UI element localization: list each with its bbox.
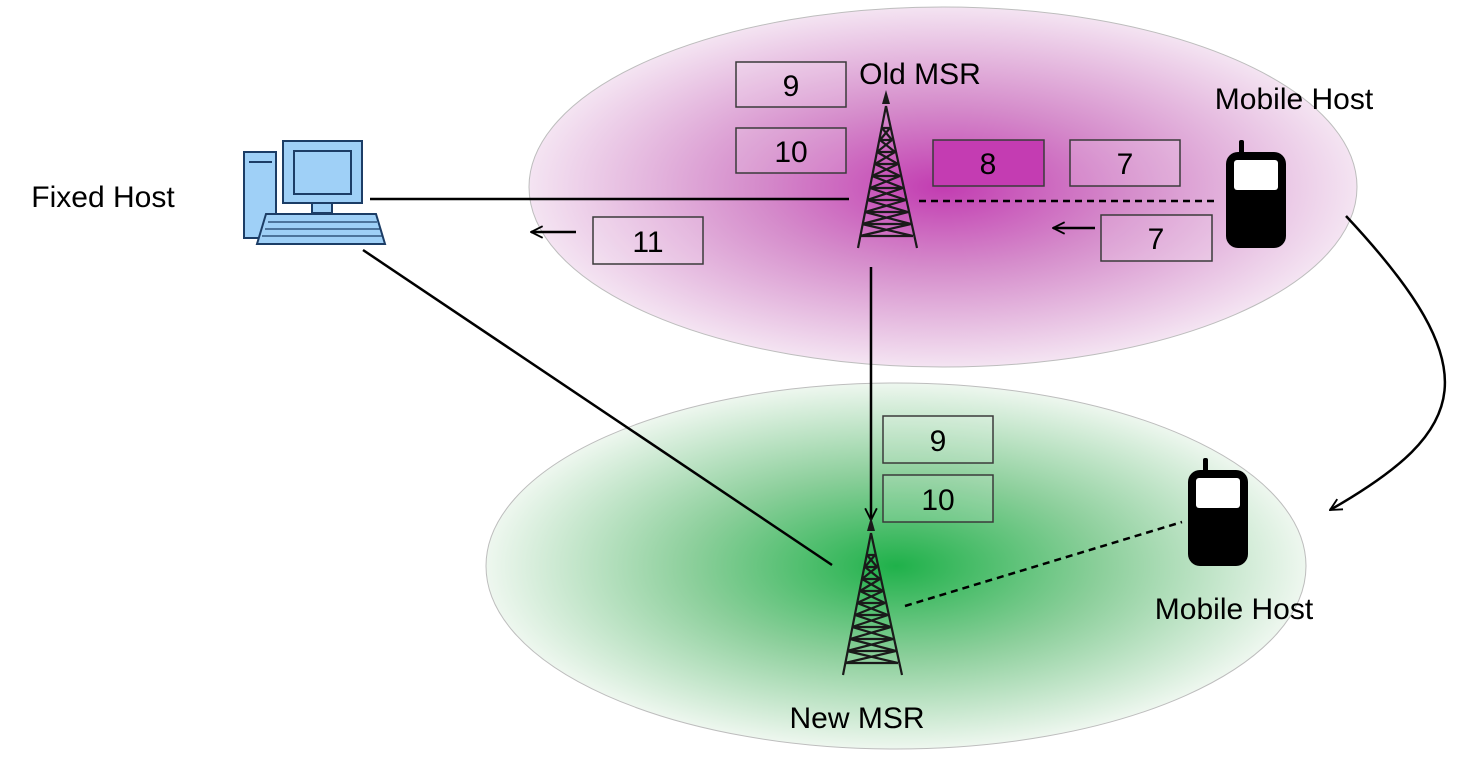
wireless-link-new-mobile [904, 520, 1183, 608]
old-msr-label: Old MSR [859, 58, 981, 91]
cell-tower-icon [856, 90, 919, 249]
svg-text:7: 7 [1148, 223, 1165, 256]
packet-old-11: 11 [592, 216, 704, 265]
svg-text:9: 9 [783, 70, 800, 103]
mobile-move-arrow [1330, 215, 1447, 512]
packet-old-9: 9 [735, 61, 847, 108]
svg-text:7: 7 [1117, 148, 1134, 181]
mobile-host-top-label: Mobile Host [1215, 83, 1374, 116]
svg-text:9: 9 [930, 425, 947, 458]
packet-old-8: 8 [932, 139, 1045, 187]
mobile-phone-icon [1226, 140, 1286, 248]
fixed-host-label: Fixed Host [31, 181, 175, 214]
cell-tower-icon [841, 517, 904, 676]
new-msr-cell [485, 382, 1307, 750]
svg-text:10: 10 [921, 484, 954, 517]
old-msr-tower [856, 90, 919, 249]
svg-text:10: 10 [774, 136, 807, 169]
packet-old-7-top: 7 [1069, 139, 1181, 187]
new-msr-label: New MSR [789, 702, 924, 735]
svg-text:11: 11 [632, 226, 663, 259]
new-msr-tower [841, 517, 904, 676]
desktop-computer-icon [243, 140, 387, 245]
mobile-host-bottom [1188, 458, 1248, 566]
packet-new-10: 10 [882, 474, 994, 523]
mobile-phone-icon [1188, 458, 1248, 566]
mobile-host-top [1226, 140, 1286, 248]
packet-old-10: 10 [735, 127, 847, 174]
mobile-host-bottom-label: Mobile Host [1155, 593, 1314, 626]
packet-old-7-bottom: 7 [1100, 214, 1213, 262]
wired-link-fixed-new [362, 248, 833, 567]
packet-new-9: 9 [882, 415, 994, 464]
svg-text:8: 8 [980, 148, 997, 181]
